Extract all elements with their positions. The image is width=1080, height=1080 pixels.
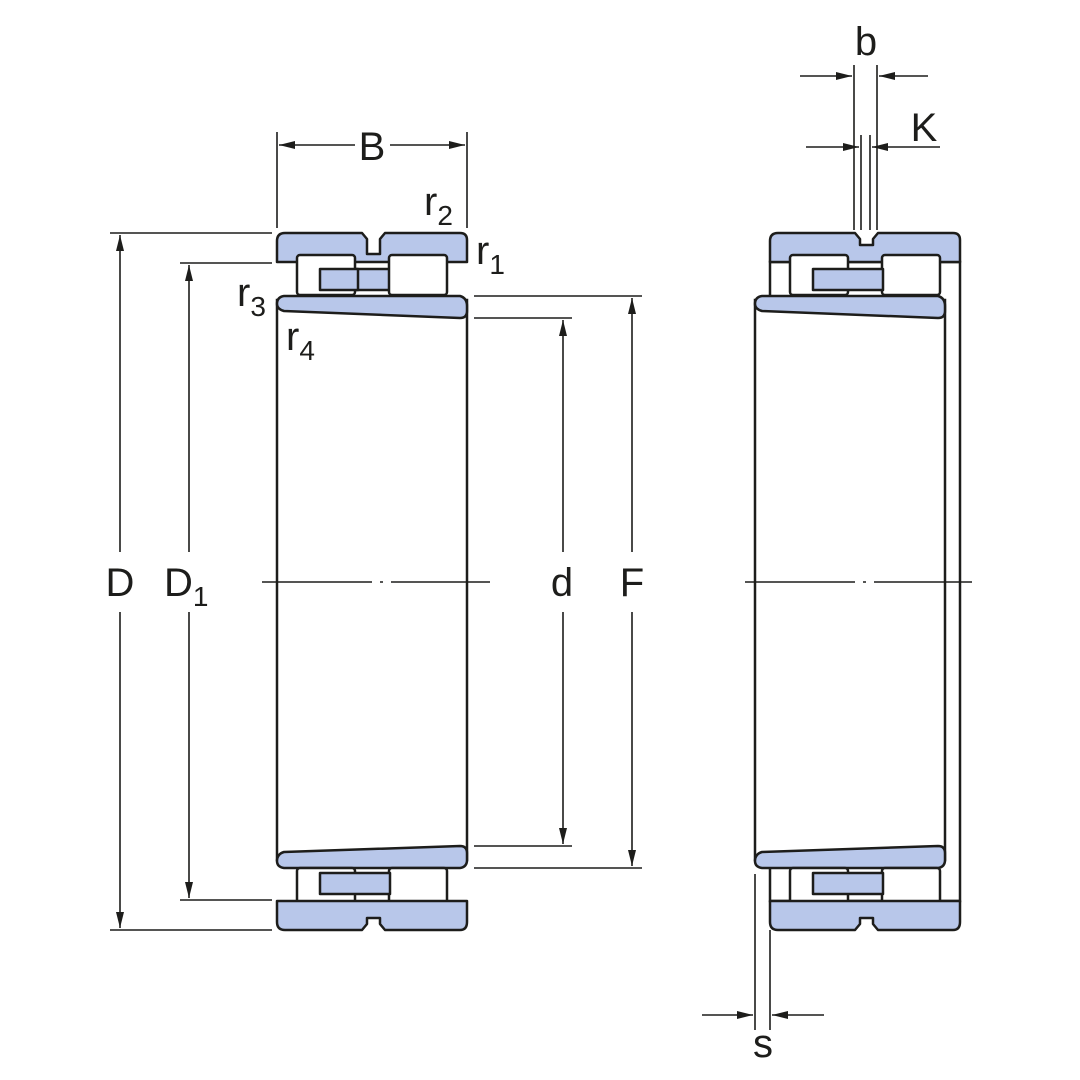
label-s: s (753, 1022, 773, 1066)
right-outer-ring-bottom (768, 899, 962, 932)
label-b: b (855, 20, 877, 64)
left-inner-ring-top (275, 294, 469, 320)
label-D: D (106, 561, 135, 605)
label-d: d (551, 561, 573, 605)
left-bearing-section (275, 231, 469, 932)
right-roller-top-2 (880, 253, 942, 297)
dimension-labels: B r2 r1 r3 r4 D D1 d F b K s (106, 20, 938, 1066)
label-B: B (359, 125, 386, 169)
label-r3: r3 (237, 271, 266, 322)
right-bore-body (753, 298, 947, 862)
left-cage-bottom (318, 871, 392, 896)
left-outer-ring-bottom (275, 899, 469, 932)
right-bearing-section (753, 231, 962, 932)
left-dimensions (110, 132, 642, 931)
label-r1: r1 (476, 229, 505, 280)
right-cage-bottom (811, 871, 885, 896)
label-r4: r4 (286, 315, 315, 366)
right-cage-top (811, 267, 885, 292)
left-inner-ring-bottom (275, 844, 469, 870)
label-F: F (620, 561, 644, 605)
label-D1: D1 (164, 561, 208, 612)
label-K: K (911, 106, 938, 150)
right-inner-ring-top (753, 294, 947, 320)
right-dimensions (702, 65, 972, 1030)
left-roller-top-2 (387, 253, 449, 297)
left-bore-body (275, 298, 469, 862)
label-r2: r2 (424, 180, 453, 231)
left-cage-top-inner (318, 267, 360, 292)
